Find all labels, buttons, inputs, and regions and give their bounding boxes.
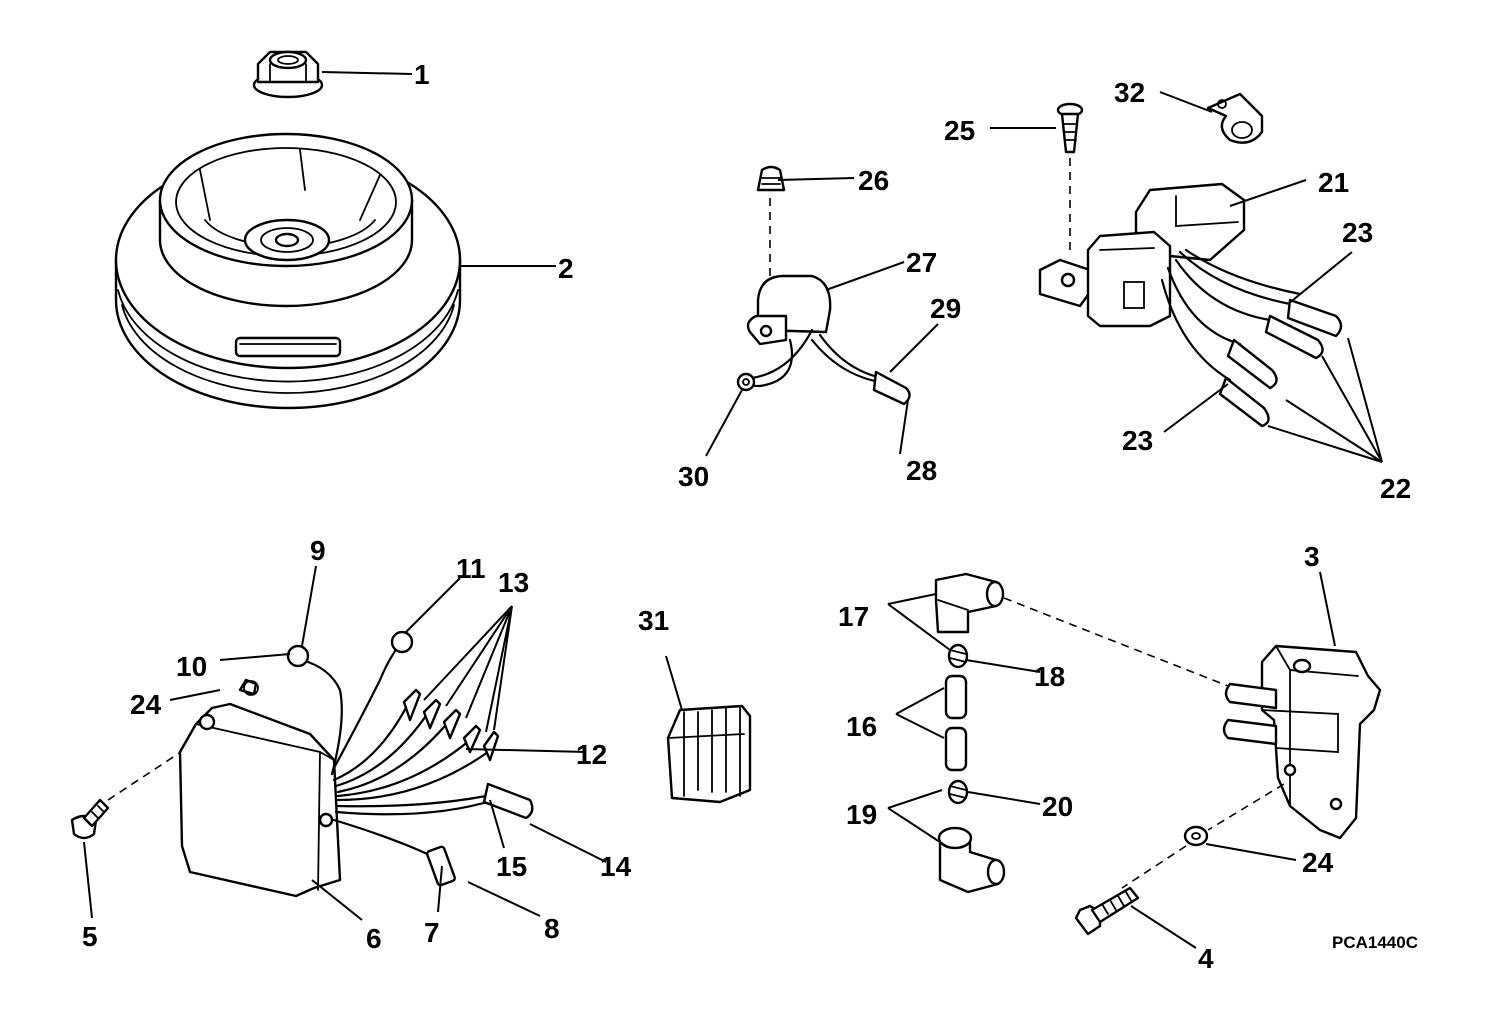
callout-25: 25 xyxy=(944,115,975,146)
callout-6: 6 xyxy=(366,923,382,954)
spark-plug-boot-upper xyxy=(934,572,1005,634)
callout-31: 31 xyxy=(638,605,669,636)
callout-5: 5 xyxy=(82,921,98,952)
screw-5 xyxy=(70,741,197,840)
callout-20: 20 xyxy=(1042,791,1073,822)
diagram-code: PCA1440C xyxy=(1332,933,1418,952)
callout-8: 8 xyxy=(544,913,560,944)
flywheel xyxy=(114,132,462,410)
callout-2: 2 xyxy=(558,253,574,284)
callout-4: 4 xyxy=(1198,943,1214,974)
callout-27: 27 xyxy=(906,247,937,278)
callout-12: 12 xyxy=(576,739,607,770)
boot-assembly-line xyxy=(1003,597,1229,687)
callout-11: 11 xyxy=(456,553,486,584)
callout-7: 7 xyxy=(424,917,440,948)
spark-plug-boot-lower xyxy=(937,826,1006,894)
power-pack xyxy=(178,630,534,898)
callout-19: 19 xyxy=(846,799,877,830)
callout-22: 22 xyxy=(1380,473,1411,504)
callout-28: 28 xyxy=(906,455,937,486)
callout-10: 10 xyxy=(176,651,207,682)
callout-15: 15 xyxy=(496,851,527,882)
charge-coil xyxy=(1038,182,1343,428)
ignition-coil xyxy=(1207,644,1382,840)
flange-nut xyxy=(252,50,324,99)
callout-23-lower: 23 xyxy=(1122,425,1153,456)
callout-32: 32 xyxy=(1114,77,1145,108)
resistor-upper xyxy=(944,674,968,720)
callout-23-upper: 23 xyxy=(1342,217,1373,248)
callout-14: 14 xyxy=(600,851,632,882)
callout-labels: 1 2 3 4 5 6 7 8 9 10 11 12 13 14 15 16 1… xyxy=(82,59,1418,974)
cable-clamp xyxy=(1206,92,1264,144)
callout-24-right: 24 xyxy=(1302,847,1334,878)
sensor-assembly xyxy=(736,165,911,406)
spring-terminal-lower xyxy=(947,779,969,805)
resistor-lower xyxy=(944,726,968,772)
callout-30: 30 xyxy=(678,461,709,492)
callout-24-left: 24 xyxy=(130,689,162,720)
leader-lines xyxy=(83,71,1383,949)
callout-21: 21 xyxy=(1318,167,1349,198)
callout-29: 29 xyxy=(930,293,961,324)
rectifier xyxy=(666,704,752,804)
callout-26: 26 xyxy=(858,165,889,196)
screw-25 xyxy=(1056,102,1084,250)
callout-9: 9 xyxy=(310,535,326,566)
washer xyxy=(1121,825,1209,889)
bolt-4 xyxy=(1074,886,1140,936)
spring-terminal-upper xyxy=(947,643,969,669)
callout-18: 18 xyxy=(1034,661,1065,692)
callout-3: 3 xyxy=(1304,541,1320,572)
callout-16: 16 xyxy=(846,711,877,742)
callout-1: 1 xyxy=(414,59,430,90)
callout-13: 13 xyxy=(498,567,529,598)
callout-17: 17 xyxy=(838,601,869,632)
